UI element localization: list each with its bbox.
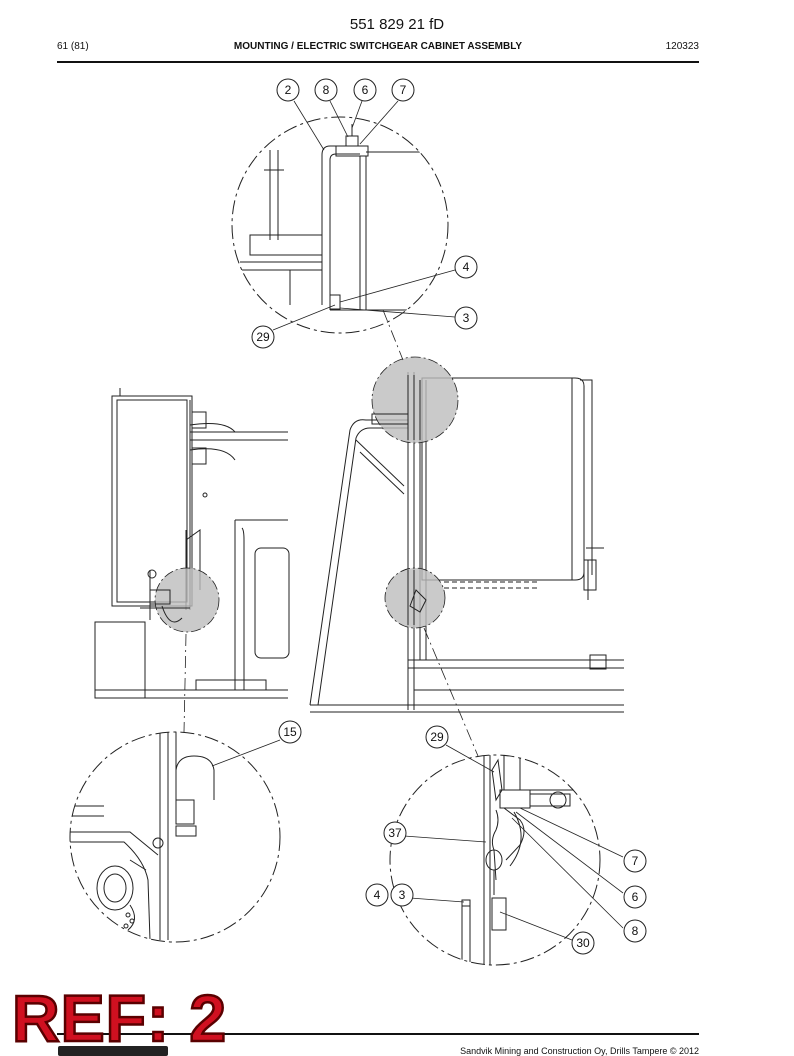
detail-circle-top xyxy=(231,116,449,334)
leaders-top xyxy=(272,100,456,331)
callout-label: 8 xyxy=(323,83,330,97)
callout-8: 8 xyxy=(314,78,338,102)
ref-stamp: REF: 2 xyxy=(11,981,228,1055)
callout-4: 4 xyxy=(454,255,478,279)
callout-7: 7 xyxy=(391,78,415,102)
callout-6: 6 xyxy=(353,78,377,102)
callout-30: 30 xyxy=(571,931,595,955)
callout-label: 4 xyxy=(463,260,470,274)
highlight-left xyxy=(154,567,220,633)
callout-29: 29 xyxy=(251,325,275,349)
footer-copyright: Sandvik Mining and Construction Oy, Dril… xyxy=(460,1046,699,1056)
document-number: 551 829 21 fD xyxy=(349,16,445,33)
callout-label: 3 xyxy=(399,888,406,902)
callout-label: 6 xyxy=(362,83,369,97)
footer-rule xyxy=(57,1033,699,1035)
callout-label: 30 xyxy=(576,936,590,950)
detail-circle-bottom-left xyxy=(69,731,281,943)
callout-37: 37 xyxy=(383,821,407,845)
callout-2: 2 xyxy=(276,78,300,102)
detail-circle-bottom-right xyxy=(389,754,601,966)
left-main-view xyxy=(94,388,290,699)
callout-3: 3 xyxy=(454,306,478,330)
callout-label: 29 xyxy=(256,330,270,344)
right-main-view xyxy=(309,372,624,713)
callout-label: 3 xyxy=(463,311,470,325)
callout-15: 15 xyxy=(278,720,302,744)
highlight-right-top xyxy=(371,356,459,444)
callout-29-bottom: 29 xyxy=(425,725,449,749)
callout-label: 4 xyxy=(374,888,381,902)
callout-label: 6 xyxy=(632,890,639,904)
callout-label: 29 xyxy=(430,730,444,744)
header-rule xyxy=(57,61,699,63)
callout-label: 7 xyxy=(632,854,639,868)
brand-logo xyxy=(58,1046,168,1056)
callout-7-bottom: 7 xyxy=(623,849,647,873)
callout-3-bottom: 3 xyxy=(390,883,414,907)
callout-label: 37 xyxy=(388,826,402,840)
page-title: MOUNTING / ELECTRIC SWITCHGEAR CABINET A… xyxy=(233,41,523,52)
callout-4-bottom: 4 xyxy=(365,883,389,907)
callout-6-bottom: 6 xyxy=(623,885,647,909)
reference-code: 120323 xyxy=(665,41,699,52)
connection-lines xyxy=(183,309,479,757)
callout-label: 2 xyxy=(285,83,292,97)
leaders-bottom-right xyxy=(403,744,624,941)
callout-label: 15 xyxy=(283,725,297,739)
page-header: 61 (81) MOUNTING / ELECTRIC SWITCHGEAR C… xyxy=(57,41,699,55)
callout-label: 8 xyxy=(632,924,639,938)
callout-8-bottom: 8 xyxy=(623,919,647,943)
page-number: 61 (81) xyxy=(57,41,89,52)
highlight-right-bottom xyxy=(384,567,446,629)
callout-label: 7 xyxy=(400,83,407,97)
